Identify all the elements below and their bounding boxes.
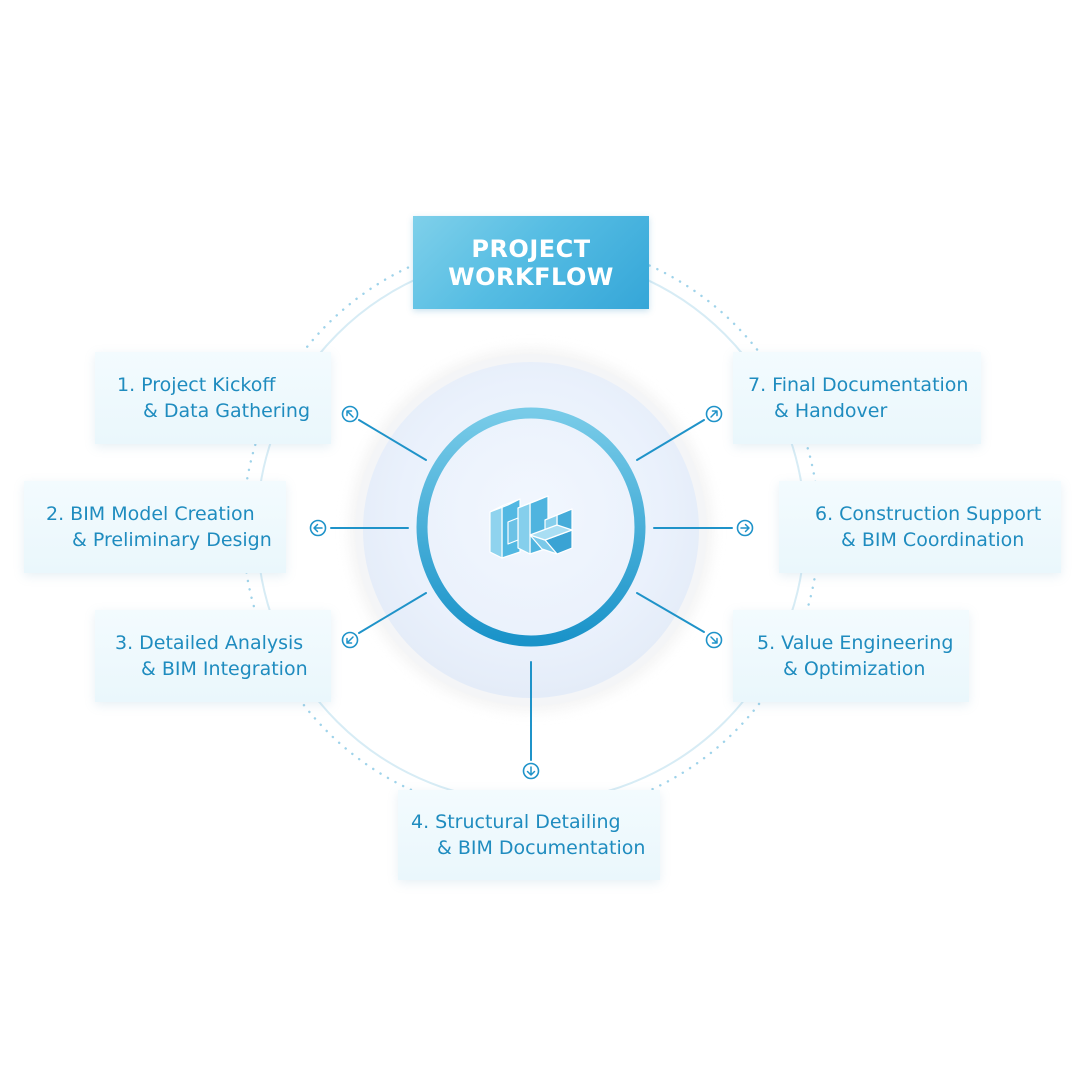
step-7-title: 7. Final Documentation	[748, 374, 969, 396]
building-blocks-icon	[489, 495, 573, 559]
step-2-subtitle: & Preliminary Design	[72, 529, 272, 551]
workflow-title: PROJECT WORKFLOW	[413, 216, 649, 309]
step-7-subtitle: & Handover	[774, 400, 888, 422]
step-6-title: 6. Construction Support	[815, 503, 1042, 525]
step-5-subtitle: & Optimization	[783, 658, 926, 680]
title-line-2: WORKFLOW	[448, 262, 614, 291]
step-6-box: 6. Construction Support & BIM Coordinati…	[779, 481, 1061, 573]
step-4-box: 4. Structural Detailing & BIM Documentat…	[398, 790, 660, 880]
step-5-title: 5. Value Engineering	[757, 632, 954, 654]
connector-step-7	[636, 419, 705, 461]
step-6-subtitle: & BIM Coordination	[841, 529, 1025, 551]
step-4-subtitle: & BIM Documentation	[437, 837, 646, 859]
step-3-box: 3. Detailed Analysis & BIM Integration	[95, 610, 331, 702]
arrow-left-icon	[309, 519, 327, 537]
step-3-subtitle: & BIM Integration	[141, 658, 308, 680]
connector-step-5	[636, 592, 705, 633]
connector-lines	[330, 419, 733, 761]
connector-step-3	[358, 592, 427, 634]
connector-step-1	[358, 419, 427, 461]
step-7-box: 7. Final Documentation & Handover	[733, 352, 981, 444]
step-3-title: 3. Detailed Analysis	[115, 632, 304, 654]
arrow-down-icon	[522, 762, 540, 780]
step-1-title: 1. Project Kickoff	[117, 374, 276, 396]
arrow-up-left-icon	[341, 405, 359, 423]
arrow-up-right-icon	[705, 405, 723, 423]
step-1-box: 1. Project Kickoff & Data Gathering	[95, 352, 331, 444]
center-ring	[416, 407, 646, 647]
step-2-box: 2. BIM Model Creation & Preliminary Desi…	[24, 481, 286, 573]
step-2-title: 2. BIM Model Creation	[46, 503, 255, 525]
arrow-down-left-icon	[341, 631, 359, 649]
step-1-subtitle: & Data Gathering	[143, 400, 311, 422]
title-line-1: PROJECT	[471, 234, 591, 263]
arrow-down-right-icon	[705, 631, 723, 649]
step-4-title: 4. Structural Detailing	[411, 811, 621, 833]
arrow-right-icon	[736, 519, 754, 537]
step-5-box: 5. Value Engineering & Optimization	[733, 610, 969, 702]
